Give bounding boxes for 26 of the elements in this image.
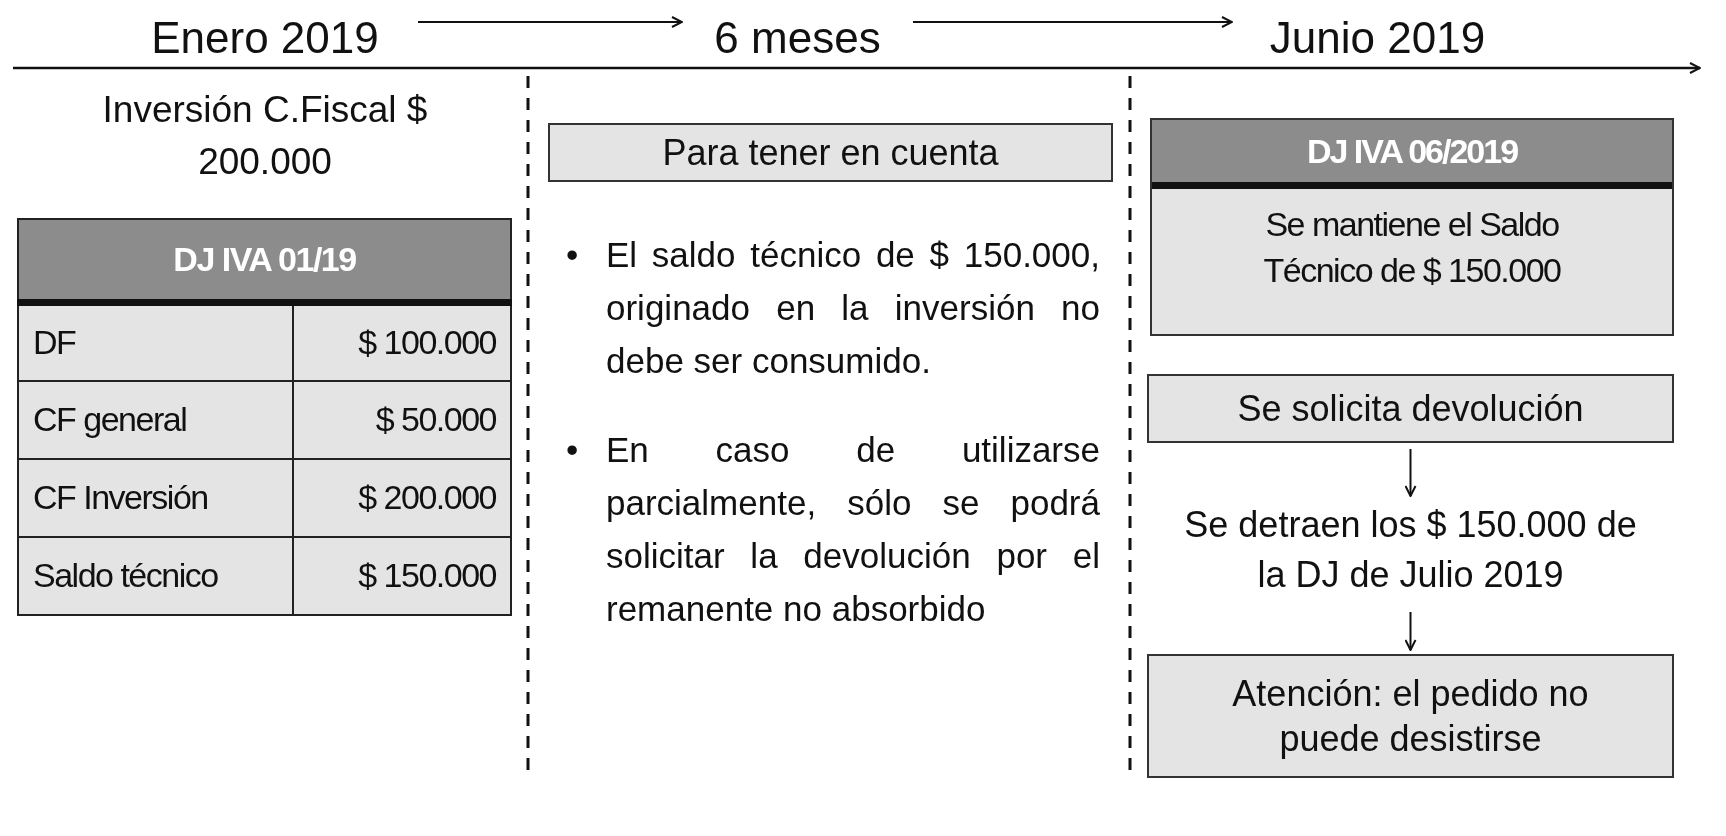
bullet-text: En caso de utilizarse parcialmente, sólo se podrá solicitar la devolución por el remanente no absorbido — [606, 429, 1100, 630]
table-cell: $ 200.000 — [293, 458, 511, 537]
box-heading: DJ IVA 06/2019 — [1152, 120, 1672, 189]
date-label: Junio 2019 — [1240, 12, 1515, 64]
step-text: Se detraen los $ 150.000 de la DJ de Julio 2019 — [1175, 500, 1646, 606]
table-cell: Saldo técnico — [18, 536, 293, 615]
warning-box: Atención: el pedido no puede desistirse — [1147, 654, 1674, 778]
step-box: Se solicita devolución — [1147, 374, 1674, 443]
table-cell: $ 50.000 — [293, 380, 511, 459]
arrow — [912, 16, 1233, 28]
table-header: DJ IVA 01/19 — [18, 219, 511, 303]
arrow — [417, 16, 683, 28]
box-text: Se mantiene el Saldo Técnico de $ 150.000 — [1262, 204, 1562, 291]
table-cell: CF Inversión — [18, 458, 293, 537]
bullet-marker: • — [566, 429, 579, 471]
table-cell: $ 150.000 — [293, 536, 511, 615]
declaration-box — [1150, 118, 1674, 336]
note-box: Para tener en cuenta — [548, 123, 1113, 182]
caption-text: Inversión C.Fiscal $ 200.000 — [101, 88, 429, 184]
duration-label: 6 meses — [690, 12, 905, 64]
date-label: Enero 2019 — [120, 12, 410, 64]
bullet-text: El saldo técnico de $ 150.000, originado en la inversión no debe ser consumido. — [606, 234, 1100, 382]
bullet-marker: • — [566, 234, 579, 276]
arrow — [1404, 448, 1417, 497]
arrow — [1404, 611, 1417, 651]
table-cell: CF general — [18, 380, 293, 459]
